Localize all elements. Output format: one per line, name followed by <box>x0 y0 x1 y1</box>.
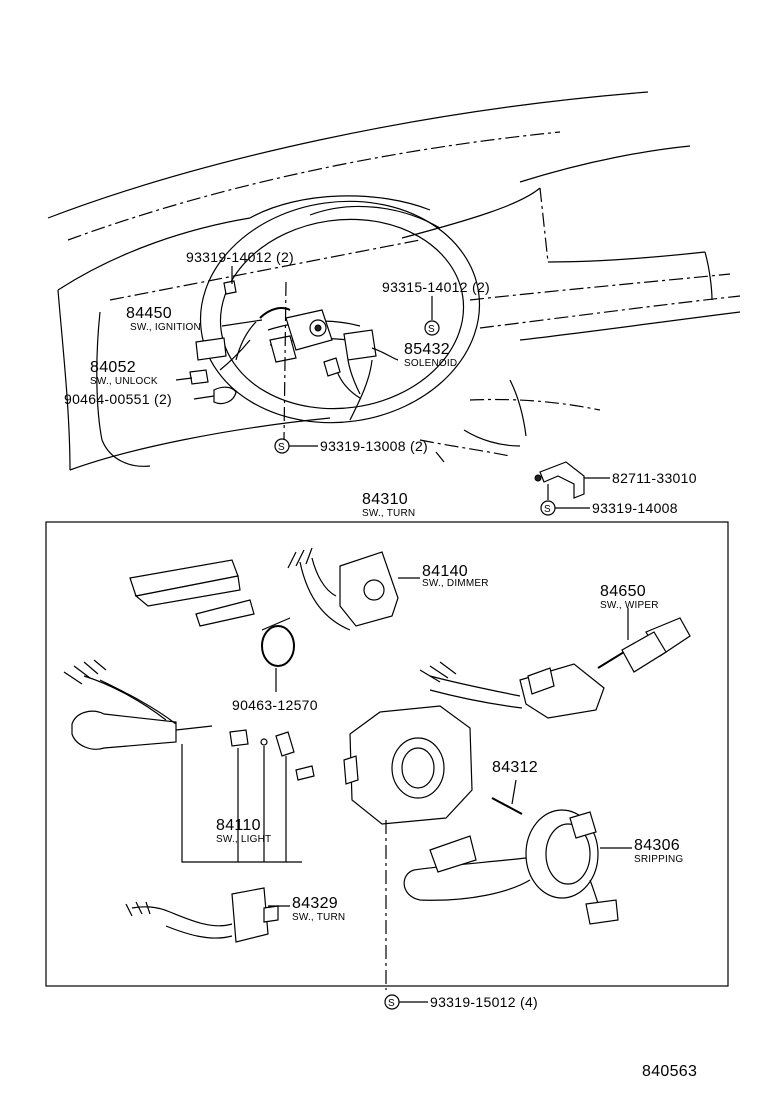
label-84329: 84329 <box>292 895 338 912</box>
label-84140: 84140 <box>422 563 468 580</box>
label-93319-15012: 93319-15012 (4) <box>430 994 538 1010</box>
bracket-part: 82711-33010 S 93319-14008 <box>534 461 697 516</box>
label-84310-name: SW., TURN <box>362 508 415 519</box>
label-93319-14008: 93319-14008 <box>592 500 678 516</box>
label-84650-name: SW., WIPER <box>600 600 659 611</box>
label-84052: 84052 <box>90 359 136 376</box>
top-section-labels: 93319-14012 (2) 93315-14012 (2) S 84450 … <box>64 249 490 463</box>
label-85432: 85432 <box>404 341 450 358</box>
steering-wheel <box>199 200 481 424</box>
bottom-screw-label: S 93319-15012 (4) <box>384 994 538 1010</box>
light-switch-part: 84110 SW., LIGHT <box>63 659 315 863</box>
figure-id: 840563 <box>642 1063 697 1080</box>
label-84312: 84312 <box>492 759 538 776</box>
label-84306: 84306 <box>634 837 680 854</box>
wiper-switch-part: 84650 SW., WIPER <box>419 583 691 719</box>
assembly-box <box>45 521 729 987</box>
label-84140-name: SW., DIMMER <box>422 578 489 589</box>
label-84450: 84450 <box>126 305 172 322</box>
dimmer-switch-part: 84140 SW., DIMMER <box>287 547 489 631</box>
label-90464-00551: 90464-00551 (2) <box>64 391 172 407</box>
label-84110-name: SW., LIGHT <box>216 834 271 845</box>
label-85432-name: SOLENOID <box>404 358 457 369</box>
dashboard-outline <box>47 91 741 471</box>
label-93319-13008: 93319-13008 (2) <box>320 438 428 454</box>
turn-switch-part: 84329 SW., TURN <box>125 887 345 943</box>
label-84306-name: SRIPPING <box>634 854 683 865</box>
label-82711-33010: 82711-33010 <box>612 470 697 486</box>
connector-block <box>129 559 255 627</box>
label-84310: 84310 <box>362 491 408 508</box>
ignition-switch-assembly <box>189 280 333 441</box>
label-84450-name: SW., IGNITION <box>130 322 201 333</box>
combination-switch-body <box>343 705 473 990</box>
solenoid-part <box>323 329 399 399</box>
spiral-cable-part: 84306 SRIPPING <box>403 809 683 925</box>
s-mark-symbol: S <box>278 442 285 453</box>
s-mark-symbol: S <box>388 998 395 1009</box>
label-93315-14012: 93315-14012 (2) <box>382 279 490 295</box>
clamp-part: 90463-12570 <box>232 617 318 713</box>
label-90463-12570: 90463-12570 <box>232 697 318 713</box>
label-93319-14012: 93319-14012 (2) <box>186 249 294 265</box>
label-84329-name: SW., TURN <box>292 912 345 923</box>
s-mark-symbol: S <box>544 504 551 515</box>
assembly-header: 84310 SW., TURN <box>362 491 415 519</box>
label-84650: 84650 <box>600 583 646 600</box>
s-mark-symbol: S <box>428 324 435 335</box>
label-84110: 84110 <box>216 817 261 834</box>
label-84052-name: SW., UNLOCK <box>90 376 158 387</box>
screw-part: 84312 <box>491 759 538 815</box>
